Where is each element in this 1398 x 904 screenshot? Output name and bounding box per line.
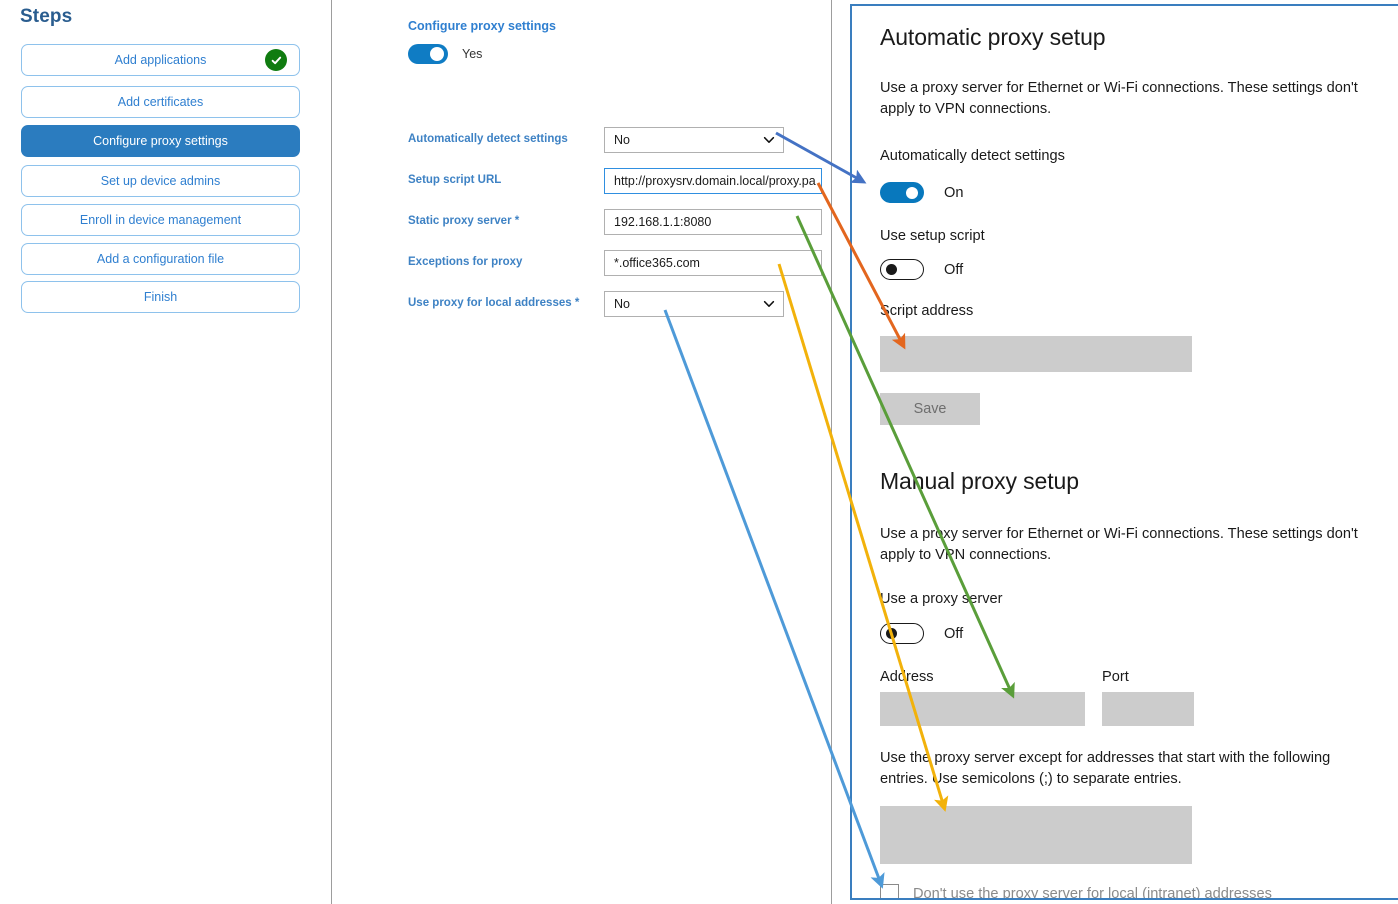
page-title: Steps — [20, 6, 73, 27]
toggle-knob — [886, 264, 897, 276]
use-setup-script-state: Off — [944, 261, 964, 278]
manual-proxy-setup-description: Use a proxy server for Ethernet or Wi-Fi… — [880, 526, 1358, 563]
automatically-detect-settings-state: On — [944, 184, 964, 201]
field-label-automatically-detect-settings: Automatically detect settings — [408, 133, 568, 145]
step-label: Configure proxy settings — [93, 134, 228, 148]
required-asterisk: * — [511, 215, 520, 227]
save-button[interactable]: Save — [880, 393, 980, 425]
exceptions-input[interactable] — [880, 806, 1192, 864]
bypass-local-addresses-label: Don't use the proxy server for local (in… — [913, 885, 1272, 900]
script-address-label: Script address — [880, 303, 974, 319]
toggle-knob — [886, 628, 897, 640]
field-label-use-proxy-for-local-addresses: Use proxy for local addresses * — [408, 297, 579, 309]
windows-proxy-settings-panel: Automatic proxy setup Use a proxy server… — [850, 4, 1398, 900]
automatic-proxy-setup-heading: Automatic proxy setup — [880, 24, 1106, 50]
field-input-static-proxy-server[interactable]: 192.168.1.1:8080 — [604, 209, 822, 235]
step-button-add-certificates[interactable]: Add certificates — [21, 86, 300, 118]
configure-proxy-toggle-row: Yes — [408, 44, 482, 64]
field-label-text: Use proxy for local addresses — [408, 297, 572, 309]
use-setup-script-toggle-row: Off — [880, 259, 963, 280]
step-label: Enroll in device management — [79, 213, 242, 227]
form-row-automatically-detect-settings: Automatically detect settings No — [408, 127, 818, 155]
step-label: Add applications — [114, 53, 207, 67]
step-button-set-up-device-admins[interactable]: Set up device admins — [21, 165, 300, 197]
form-row-static-proxy-server: Static proxy server * 192.168.1.1:8080 — [408, 209, 822, 237]
step-button-configure-proxy-settings[interactable]: Configure proxy settings — [21, 125, 300, 157]
field-label-static-proxy-server: Static proxy server * — [408, 215, 519, 227]
field-value: No — [614, 133, 630, 147]
required-asterisk: * — [571, 297, 580, 309]
address-label: Address — [880, 669, 934, 685]
bypass-local-addresses-row: Don't use the proxy server for local (in… — [880, 884, 1272, 900]
configure-proxy-toggle-label: Yes — [462, 47, 483, 61]
use-a-proxy-server-state: Off — [944, 625, 964, 642]
field-value: 192.168.1.1:8080 — [614, 215, 712, 229]
chevron-down-icon — [763, 134, 775, 146]
step-label: Finish — [143, 290, 178, 304]
toggle-knob — [430, 47, 444, 61]
use-setup-script-toggle[interactable] — [880, 259, 924, 280]
step-button-add-a-configuration-file[interactable]: Add a configuration file — [21, 243, 300, 275]
field-value: *.office365.com — [614, 256, 700, 270]
step-button-enroll-in-device-management[interactable]: Enroll in device management — [21, 204, 300, 236]
form-row-use-proxy-for-local-addresses: Use proxy for local addresses * No — [408, 291, 818, 319]
use-a-proxy-server-label: Use a proxy server — [880, 591, 1003, 607]
automatically-detect-settings-toggle[interactable] — [880, 182, 924, 203]
field-label-text: Exceptions for proxy — [408, 256, 523, 268]
field-label-exceptions-for-proxy: Exceptions for proxy — [408, 256, 522, 268]
toggle-knob — [906, 187, 918, 199]
form-row-exceptions-for-proxy: Exceptions for proxy *.office365.com — [408, 250, 822, 278]
form-heading: Configure proxy settings — [408, 19, 556, 33]
proxy-form-panel: Configure proxy settings Yes Automatical… — [332, 0, 832, 904]
automatically-detect-settings-toggle-row: On — [880, 182, 963, 203]
use-a-proxy-server-toggle-row: Off — [880, 623, 963, 644]
field-select-automatically-detect-settings[interactable]: No — [604, 127, 784, 153]
port-label: Port — [1102, 669, 1129, 685]
field-label-text: Static proxy server — [408, 215, 512, 227]
field-input-exceptions-for-proxy[interactable]: *.office365.com — [604, 250, 822, 276]
field-value: http://proxysrv.domain.local/proxy.pa — [614, 174, 816, 188]
chevron-down-icon — [763, 298, 775, 310]
step-button-add-applications[interactable]: Add applications — [21, 44, 300, 76]
field-label-setup-script-url: Setup script URL — [408, 174, 501, 186]
field-input-setup-script-url[interactable]: http://proxysrv.domain.local/proxy.pa — [604, 168, 822, 194]
check-circle-icon — [265, 49, 287, 71]
exceptions-description: Use the proxy server except for addresse… — [880, 750, 1331, 787]
step-label: Set up device admins — [100, 174, 221, 188]
field-value: No — [614, 297, 630, 311]
port-input[interactable] — [1102, 692, 1194, 726]
use-setup-script-label: Use setup script — [880, 228, 985, 244]
automatic-proxy-setup-description: Use a proxy server for Ethernet or Wi-Fi… — [880, 80, 1358, 117]
bypass-local-addresses-checkbox[interactable] — [880, 884, 899, 898]
step-label: Add a configuration file — [96, 252, 225, 266]
address-input[interactable] — [880, 692, 1085, 726]
form-row-setup-script-url: Setup script URL http://proxysrv.domain.l… — [408, 168, 822, 196]
step-button-finish[interactable]: Finish — [21, 281, 300, 313]
manual-proxy-setup-heading: Manual proxy setup — [880, 468, 1079, 494]
field-label-text: Automatically detect settings — [408, 133, 568, 145]
script-address-input[interactable] — [880, 336, 1192, 372]
field-select-use-proxy-for-local-addresses[interactable]: No — [604, 291, 784, 317]
use-a-proxy-server-toggle[interactable] — [880, 623, 924, 644]
automatically-detect-settings-label: Automatically detect settings — [880, 148, 1065, 164]
step-label: Add certificates — [117, 95, 204, 109]
field-label-text: Setup script URL — [408, 174, 502, 186]
configure-proxy-toggle[interactable] — [408, 44, 448, 64]
